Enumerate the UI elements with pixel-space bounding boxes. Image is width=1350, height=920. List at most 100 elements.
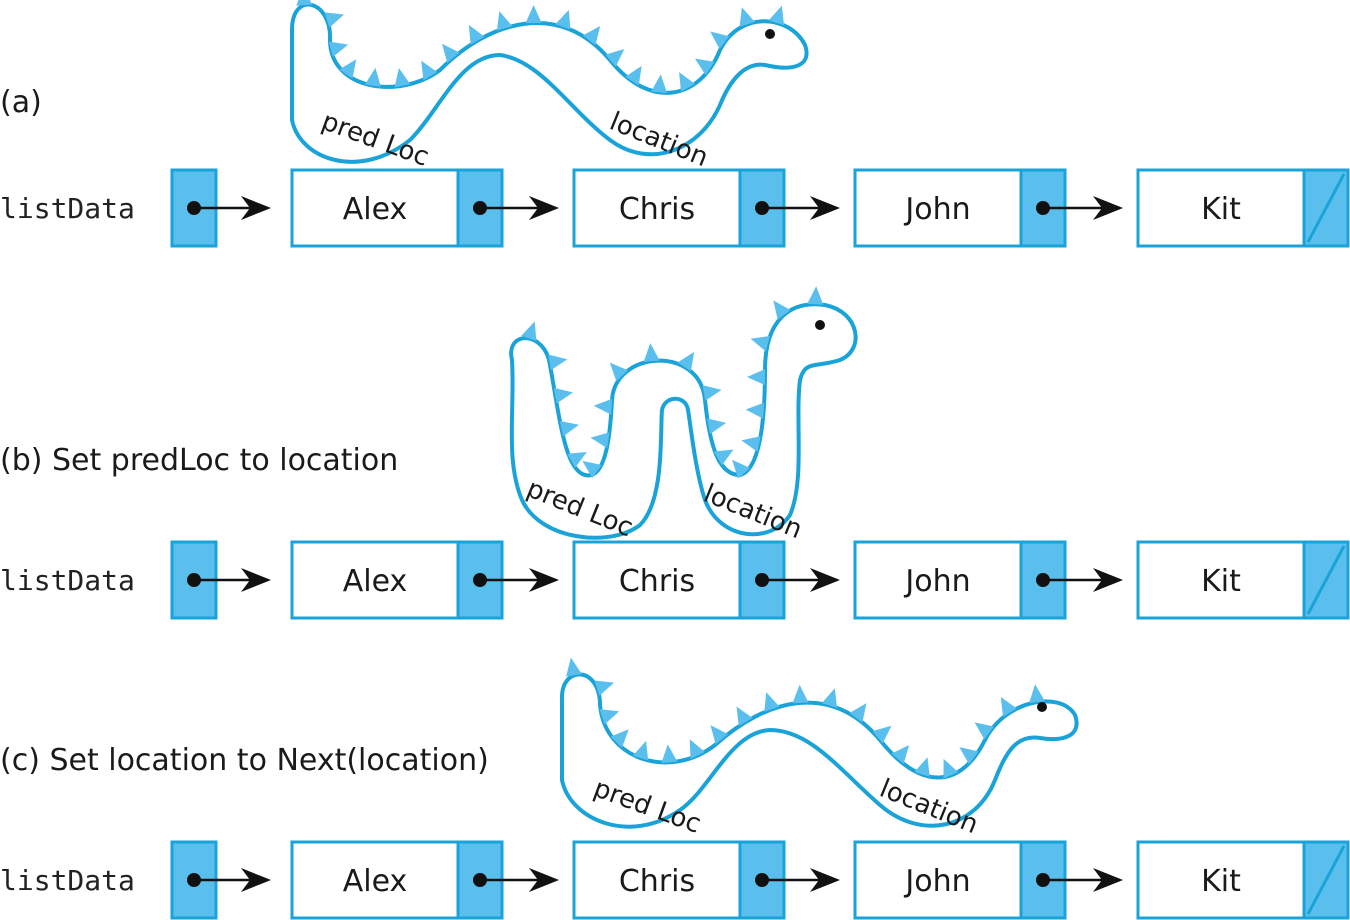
worm-stripe (732, 459, 751, 479)
worm-stripe (661, 744, 678, 764)
node-label: John (903, 192, 970, 227)
worm-stripe (943, 758, 959, 779)
worm-stripe (468, 24, 485, 45)
row-a: (a) pred Loc location listData Alex Chris… (0, 0, 1350, 248)
list-node: Kit (1136, 840, 1350, 920)
worm-stripe (741, 436, 761, 452)
head-label: listData (0, 192, 135, 225)
worm-stripe (974, 722, 994, 740)
worm-stripe (555, 9, 571, 30)
worm-stripe (746, 369, 766, 386)
worm-stripe (891, 745, 910, 764)
worm-stripe (496, 11, 513, 31)
worm-stripe (559, 420, 579, 437)
worm-stripe (442, 43, 460, 63)
worm-icon: pred Loc location (509, 286, 858, 545)
worm-stripe (339, 59, 357, 79)
worm-stripe (590, 432, 610, 449)
row-a-caption: (a) (0, 85, 42, 120)
node-list: Alex Chris John Kit (187, 540, 1350, 620)
worm-stripe (566, 657, 582, 677)
worm-stripe (605, 49, 625, 67)
worm-stripe (632, 740, 649, 761)
node-list: Alex Chris John Kit (187, 168, 1350, 248)
worm-stripe (707, 418, 727, 435)
worm-stripe (849, 703, 867, 723)
worm-stripe (643, 343, 660, 362)
worm-stripe (594, 680, 615, 696)
worm-stripe (593, 398, 613, 415)
worm-stripe (689, 739, 705, 759)
worm-stripe (421, 60, 438, 81)
worm-stripe (610, 729, 629, 748)
list-node: Alex (290, 168, 559, 248)
worm-stripe (702, 385, 722, 401)
worm-stripe (1029, 684, 1045, 703)
worm-stripe (296, 0, 313, 6)
node-label: Alex (343, 564, 408, 599)
worm-stripe (739, 7, 755, 27)
worm-stripe (364, 67, 381, 87)
worm-stripe (773, 300, 791, 320)
worm-stripe (553, 387, 574, 404)
null-slash-icon (1306, 545, 1346, 615)
worm-stripe (625, 65, 642, 86)
node-label: Kit (1201, 564, 1241, 599)
list-node: Alex (290, 540, 559, 620)
worm-stripe (525, 5, 542, 24)
node-list: Alex Chris John Kit (187, 840, 1350, 920)
node-label: Alex (343, 864, 408, 899)
worm-stripe (807, 286, 824, 305)
worm-stripe (750, 335, 771, 352)
worm-stripe (710, 31, 730, 49)
worm-stripe (324, 12, 345, 28)
worm-stripe (695, 58, 715, 76)
node-label: Kit (1201, 864, 1241, 899)
head-label: listData (0, 864, 135, 897)
worm-stripe (582, 26, 601, 46)
node-label: Alex (343, 192, 408, 227)
head-label: listData (0, 564, 135, 597)
worm-stripe (679, 72, 695, 92)
worm-stripe (609, 362, 628, 382)
list-node: John (853, 840, 1123, 920)
list-node: Chris (572, 540, 840, 620)
worm-stripe (599, 709, 620, 725)
worm-stripe (328, 41, 349, 57)
node-label: Chris (619, 564, 695, 599)
list-node: John (853, 168, 1123, 248)
node-label: Chris (619, 864, 695, 899)
worm-stripe (521, 321, 537, 342)
row-c: (c) Set location to Next(location) pred … (0, 657, 1350, 920)
worm-stripe (736, 706, 753, 727)
list-node: Chris (572, 840, 840, 920)
worm-icon: pred Loc location (290, 0, 809, 173)
list-node: Kit (1136, 540, 1350, 620)
worm-stripe (821, 688, 838, 708)
worm-stripe (548, 354, 568, 371)
null-slash-icon (1306, 173, 1346, 243)
worm-stripe (394, 67, 411, 88)
node-label: John (903, 564, 970, 599)
worm-stripe (567, 452, 587, 468)
list-node: Alex (290, 840, 559, 920)
worm-stripe (914, 757, 930, 777)
node-label: Chris (619, 192, 695, 227)
worm-stripe (713, 449, 734, 466)
worm-stripe (792, 684, 809, 704)
worm-stripe (768, 5, 784, 26)
list-node: John (853, 540, 1123, 620)
node-label: Kit (1201, 192, 1241, 227)
null-slash-icon (1306, 845, 1346, 915)
row-b: (b) Set predLoc to location pred Loc loc… (0, 286, 1350, 620)
node-label: John (903, 864, 970, 899)
row-b-caption: (b) Set predLoc to location (0, 443, 398, 478)
worm-stripe (1000, 697, 1017, 717)
worm-stripe (582, 460, 602, 478)
worm-stripe (651, 74, 668, 94)
worm-stripe (764, 692, 780, 712)
worm-stripe (745, 402, 765, 419)
worm-stripe (677, 351, 695, 372)
worm-stripe (710, 725, 729, 745)
